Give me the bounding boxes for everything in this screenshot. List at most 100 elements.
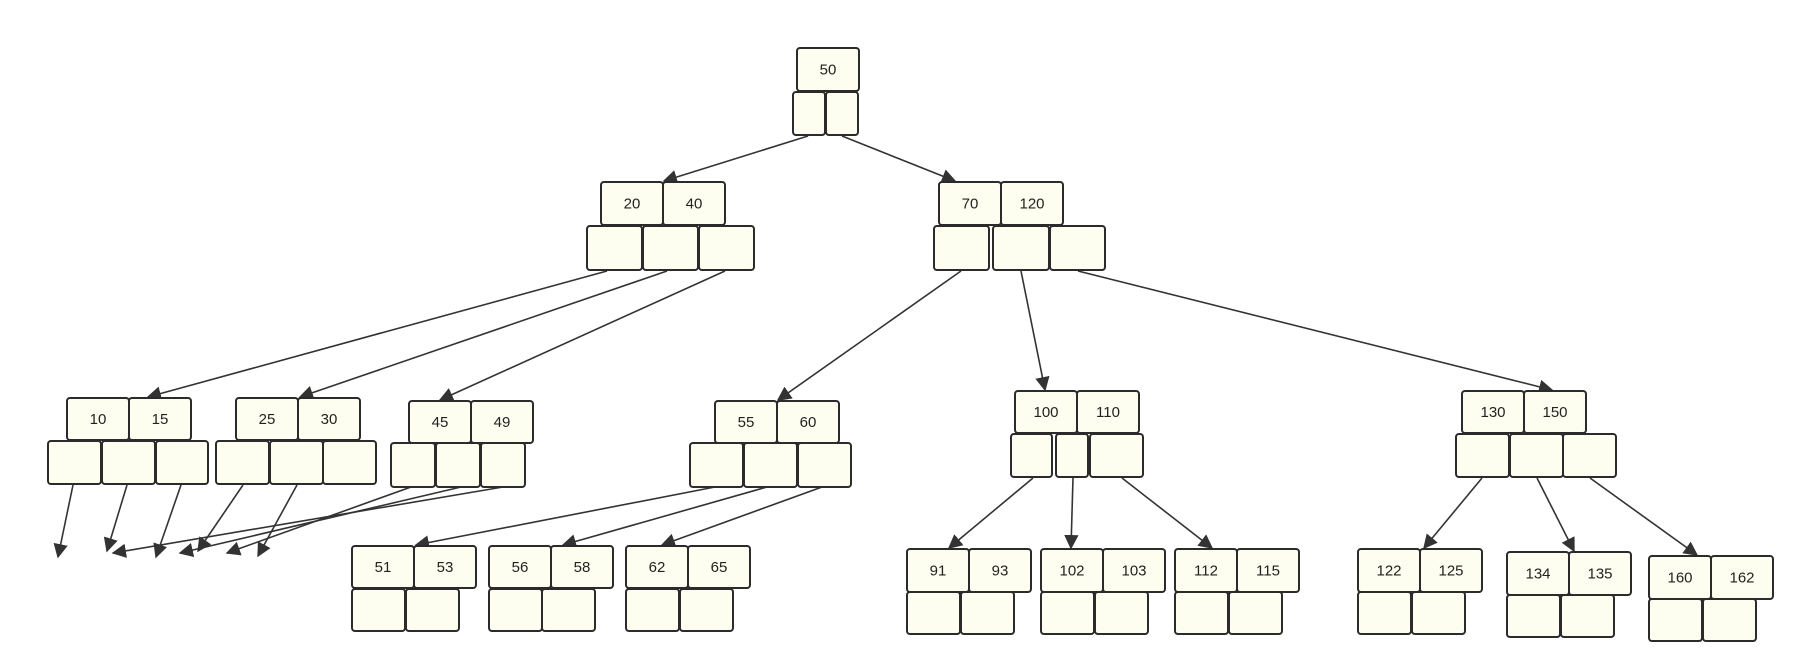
- key-label: 110: [1096, 404, 1120, 421]
- key-label: 100: [1033, 404, 1058, 421]
- child-pointer-box: [642, 225, 699, 271]
- key-label: 150: [1542, 404, 1567, 421]
- child-pointer-box: [698, 225, 755, 271]
- edge-arrow: [103, 484, 128, 553]
- child-pointer-box: [215, 440, 270, 485]
- child-pointer-box: [322, 440, 377, 485]
- child-pointer-box: [351, 588, 406, 632]
- key-box: [796, 47, 860, 92]
- key-box: [662, 181, 726, 226]
- tree-node-root: 50: [792, 47, 860, 136]
- edge-arrow: [414, 486, 716, 550]
- edge-arrow: [947, 477, 1034, 549]
- child-pointer-box: [1506, 594, 1561, 638]
- key-label: 70: [962, 196, 979, 213]
- child-pointer-box: [992, 225, 1050, 271]
- key-box: [128, 397, 192, 441]
- child-pointer-box: [390, 442, 436, 488]
- child-pointer-box: [1648, 598, 1703, 642]
- edge-arrow: [660, 486, 823, 548]
- key-box: [1710, 555, 1774, 600]
- child-pointer-box: [101, 440, 156, 485]
- key-label: 160: [1667, 570, 1692, 587]
- child-pointer-box: [1049, 225, 1106, 271]
- tree-node-level2: 130 150: [1455, 390, 1617, 478]
- child-pointer-box: [1509, 433, 1564, 478]
- key-box: [413, 545, 477, 589]
- child-pointer-box: [1055, 433, 1089, 478]
- child-pointer-box: [405, 588, 460, 632]
- edge-arrow: [257, 484, 298, 558]
- edge-arrow: [1077, 270, 1554, 394]
- edge-arrow: [298, 270, 668, 400]
- key-label: 112: [1194, 563, 1218, 580]
- key-label: 10: [90, 411, 107, 428]
- child-pointer-box: [1040, 591, 1095, 635]
- child-pointer-box: [1560, 594, 1615, 638]
- key-box: [1000, 181, 1064, 226]
- edge-arrow: [1020, 270, 1050, 392]
- key-label: 120: [1019, 196, 1044, 213]
- edge-arrow: [146, 270, 608, 401]
- key-label: 30: [321, 411, 338, 428]
- edge-arrow: [1589, 477, 1699, 556]
- key-label: 91: [930, 563, 947, 580]
- key-box: [687, 545, 751, 589]
- child-pointer-box: [1174, 591, 1229, 635]
- key-box: [1523, 390, 1587, 434]
- edge-arrow: [53, 484, 74, 559]
- child-pointer-box: [679, 588, 734, 632]
- key-label: 60: [800, 414, 817, 431]
- key-box: [968, 548, 1032, 593]
- key-box: [1236, 548, 1300, 593]
- edge-arrow: [662, 135, 809, 185]
- child-pointer-box: [1228, 591, 1283, 635]
- child-pointer-box: [269, 440, 324, 485]
- child-pointer-box: [586, 225, 643, 271]
- key-box: [1102, 548, 1166, 593]
- child-pointer-box: [797, 442, 852, 488]
- tree-node-level1: 70 120: [933, 181, 1106, 271]
- key-label: 40: [686, 196, 703, 213]
- child-pointer-box: [933, 225, 990, 271]
- child-pointer-box: [480, 442, 526, 488]
- key-label: 58: [574, 559, 591, 576]
- key-box: [550, 545, 614, 589]
- child-pointer-box: [488, 588, 543, 632]
- child-pointer-box: [825, 91, 859, 136]
- key-box: [776, 400, 840, 444]
- edge-arrow: [111, 486, 504, 558]
- key-label: 49: [494, 414, 511, 431]
- child-pointer-box: [1094, 591, 1149, 635]
- child-pointer-box: [960, 591, 1015, 635]
- child-pointer-box: [906, 591, 961, 635]
- child-pointer-box: [1702, 598, 1757, 642]
- tree-node-level2: 100 110: [1010, 390, 1144, 478]
- edge-arrow: [841, 135, 957, 183]
- key-label: 135: [1587, 566, 1612, 583]
- key-label: 130: [1480, 404, 1505, 421]
- key-label: 15: [152, 411, 169, 428]
- edge-arrow: [438, 270, 726, 402]
- child-pointer-box: [792, 91, 826, 136]
- key-label: 20: [624, 196, 641, 213]
- key-label: 65: [711, 559, 728, 576]
- key-label: 122: [1376, 563, 1401, 580]
- key-box: [1419, 548, 1483, 593]
- child-pointer-box: [1010, 433, 1053, 478]
- child-pointer-box: [689, 442, 744, 488]
- key-label: 55: [738, 414, 755, 431]
- edge-arrow: [153, 484, 182, 559]
- key-label: 103: [1121, 563, 1146, 580]
- key-label: 93: [992, 563, 1009, 580]
